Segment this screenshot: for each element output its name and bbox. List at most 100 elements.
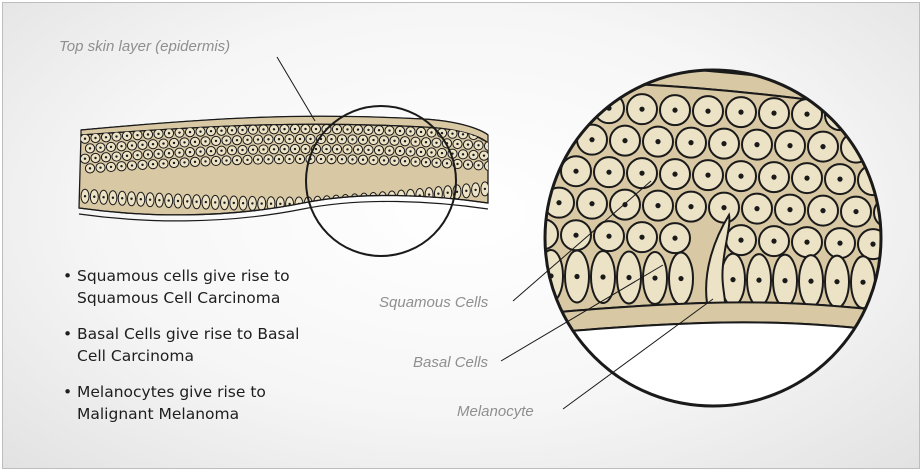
basal-cell: [565, 250, 589, 302]
squamous-cell-small: [406, 147, 415, 156]
squamous-cell-small: [80, 134, 89, 143]
basal-cell-small: [183, 194, 191, 208]
squamous-cell-small: [369, 155, 378, 164]
squamous-cell: [528, 91, 558, 121]
squamous-cell-small: [248, 145, 257, 154]
basal-cell-small: [276, 197, 284, 211]
squamous-cell-small: [379, 156, 388, 165]
squamous-cell-small: [327, 155, 336, 164]
squamous-cell-small: [243, 135, 252, 144]
squamous-cell-small: [316, 154, 325, 163]
basal-cell-small: [230, 196, 238, 210]
squamous-cell-small: [285, 154, 294, 163]
squamous-cell: [627, 94, 657, 124]
label-squamous-cells: Squamous Cells: [379, 294, 489, 311]
squamous-cell-small: [154, 129, 163, 138]
squamous-cell-small: [222, 136, 231, 145]
basal-cell-small: [323, 196, 331, 210]
basal-cell-small: [434, 187, 442, 201]
squamous-cell-small: [416, 127, 425, 136]
squamous-cell-small: [295, 134, 304, 143]
squamous-cell-small: [353, 125, 362, 134]
squamous-cell-small: [106, 162, 115, 171]
squamous-cell-small: [211, 136, 220, 145]
squamous-cell-small: [474, 161, 483, 170]
label-melanocyte: Melanocyte: [457, 403, 534, 420]
squamous-cell-small: [343, 125, 352, 134]
squamous-cell-small: [274, 155, 283, 164]
squamous-cell-small: [238, 125, 247, 134]
squamous-cell-small: [133, 131, 142, 140]
squamous-cell: [858, 101, 888, 131]
squamous-cell: [660, 159, 690, 189]
squamous-cell-small: [411, 137, 420, 146]
squamous-cell-small: [301, 124, 310, 133]
squamous-cell-small: [400, 157, 409, 166]
squamous-cell: [627, 158, 657, 188]
squamous-cell-small: [269, 125, 278, 134]
squamous-cell-small: [159, 159, 168, 168]
squamous-cell-small: [395, 126, 404, 135]
squamous-cell-small: [364, 125, 373, 134]
basal-cell: [669, 253, 693, 305]
basal-cell-small: [81, 189, 89, 203]
squamous-cell: [561, 92, 591, 122]
squamous-cell: [676, 192, 706, 222]
squamous-cell: [742, 130, 772, 160]
squamous-cell-small: [358, 135, 367, 144]
squamous-cell-small: [159, 139, 168, 148]
squamous-cell-small: [427, 148, 436, 157]
squamous-cell-small: [264, 135, 273, 144]
squamous-cell-small: [322, 144, 331, 153]
squamous-cell: [759, 98, 789, 128]
basal-cell-small: [109, 191, 117, 205]
squamous-cell-small: [343, 145, 352, 154]
basal-cell-small: [388, 191, 396, 205]
squamous-cell: [808, 196, 838, 226]
squamous-cell-small: [138, 160, 147, 169]
squamous-cell-small: [290, 124, 299, 133]
squamous-cell: [709, 129, 739, 159]
squamous-cell-small: [169, 138, 178, 147]
basal-cell-small: [174, 194, 182, 208]
squamous-cell-small: [243, 155, 252, 164]
squamous-cell: [825, 228, 855, 258]
squamous-cell-small: [495, 162, 504, 171]
basal-cell: [851, 256, 875, 308]
squamous-cell: [693, 160, 723, 190]
squamous-cell-small: [463, 160, 472, 169]
squamous-cell-small: [364, 145, 373, 154]
squamous-cell-small: [143, 130, 152, 139]
squamous-cell-small: [479, 151, 488, 160]
squamous-cell-small: [232, 156, 241, 165]
basal-cell-small: [258, 197, 266, 211]
squamous-cell-small: [295, 154, 304, 163]
squamous-cell-small: [232, 136, 241, 145]
squamous-cell-small: [85, 164, 94, 173]
bullet-list: • Squamous cells give rise to Squamous C…: [63, 265, 363, 439]
squamous-cell-small: [117, 142, 126, 151]
squamous-cell-small: [227, 126, 236, 135]
squamous-cell-small: [85, 144, 94, 153]
squamous-cell: [759, 162, 789, 192]
leader-epidermis: [277, 57, 315, 121]
squamous-cell-small: [127, 141, 136, 150]
squamous-cell-small: [190, 157, 199, 166]
squamous-cell: [874, 134, 904, 164]
squamous-cell-small: [112, 132, 121, 141]
basal-cell-small: [90, 190, 98, 204]
squamous-cell-small: [379, 136, 388, 145]
squamous-cell: [808, 132, 838, 162]
basal-cell-small: [128, 192, 136, 206]
squamous-cell: [610, 126, 640, 156]
squamous-cell-small: [180, 138, 189, 147]
squamous-cell-small: [274, 135, 283, 144]
squamous-cell: [726, 97, 756, 127]
squamous-cell-small: [421, 158, 430, 167]
squamous-cell-small: [400, 137, 409, 146]
squamous-cell-small: [101, 153, 110, 162]
basal-cell: [877, 257, 901, 309]
basal-cell-small: [379, 192, 387, 206]
squamous-cell-small: [432, 138, 441, 147]
squamous-cell-small: [374, 146, 383, 155]
